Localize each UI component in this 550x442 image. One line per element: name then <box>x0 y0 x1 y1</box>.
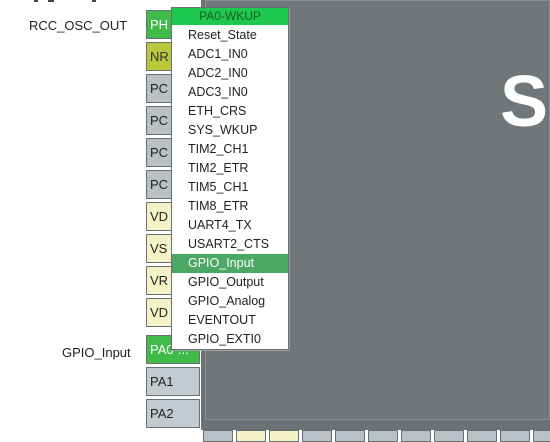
menu-item-gpio-input[interactable]: GPIO_Input <box>172 254 288 273</box>
menu-item-gpio-analog[interactable]: GPIO_Analog <box>188 294 266 308</box>
bottom-pin[interactable] <box>236 430 266 442</box>
menu-item-tim2-etr[interactable]: TIM2_ETR <box>188 161 249 175</box>
menu-item-adc1-in0[interactable]: ADC1_IN0 <box>188 47 248 61</box>
menu-item-uart4-tx[interactable]: UART4_TX <box>188 218 252 232</box>
menu-item-gpio-output[interactable]: GPIO_Output <box>188 275 264 289</box>
bottom-pin[interactable] <box>533 430 550 442</box>
menu-item-tim8-etr[interactable]: TIM8_ETR <box>188 199 249 213</box>
bottom-pin[interactable] <box>368 430 398 442</box>
menu-item-sys-wkup[interactable]: SYS_WKUP <box>188 123 258 137</box>
pin-label-rcc-osc-out: RCC_OSC_OUT <box>29 18 128 33</box>
bottom-pin[interactable] <box>401 430 431 442</box>
dropdown-header-pin-name: PA0-WKUP <box>172 8 288 25</box>
menu-item-tim2-ch1[interactable]: TIM2_CH1 <box>188 142 249 156</box>
top-pin-label-fragment <box>34 0 96 2</box>
bottom-pin[interactable] <box>269 430 299 442</box>
menu-item-usart2-cts[interactable]: USART2_CTS <box>188 237 270 251</box>
chip-logo-letter: S <box>500 62 549 142</box>
menu-item-gpio-exti0[interactable]: GPIO_EXTI0 <box>188 332 261 346</box>
bottom-pin[interactable] <box>203 430 233 442</box>
pin-label-gpio-input: GPIO_Input <box>62 345 131 360</box>
bottom-pin[interactable] <box>335 430 365 442</box>
menu-item-adc3-in0[interactable]: ADC3_IN0 <box>188 85 248 99</box>
pin-pa1[interactable]: PA1 <box>146 367 200 396</box>
menu-item-eth-crs[interactable]: ETH_CRS <box>188 104 247 118</box>
pin-function-dropdown[interactable]: PA0-WKUP Reset_State ADC1_IN0 ADC2_IN0 A… <box>171 7 289 350</box>
menu-item-eventout[interactable]: EVENTOUT <box>188 313 256 327</box>
bottom-pin-row <box>203 430 550 442</box>
menu-item-adc2-in0[interactable]: ADC2_IN0 <box>188 66 248 80</box>
bottom-pin[interactable] <box>434 430 464 442</box>
bottom-pin[interactable] <box>467 430 497 442</box>
menu-item-tim5-ch1[interactable]: TIM5_CH1 <box>188 180 249 194</box>
bottom-pin[interactable] <box>500 430 530 442</box>
menu-item-reset-state[interactable]: Reset_State <box>188 28 257 42</box>
bottom-pin[interactable] <box>302 430 332 442</box>
pin-pa2[interactable]: PA2 <box>146 399 200 428</box>
